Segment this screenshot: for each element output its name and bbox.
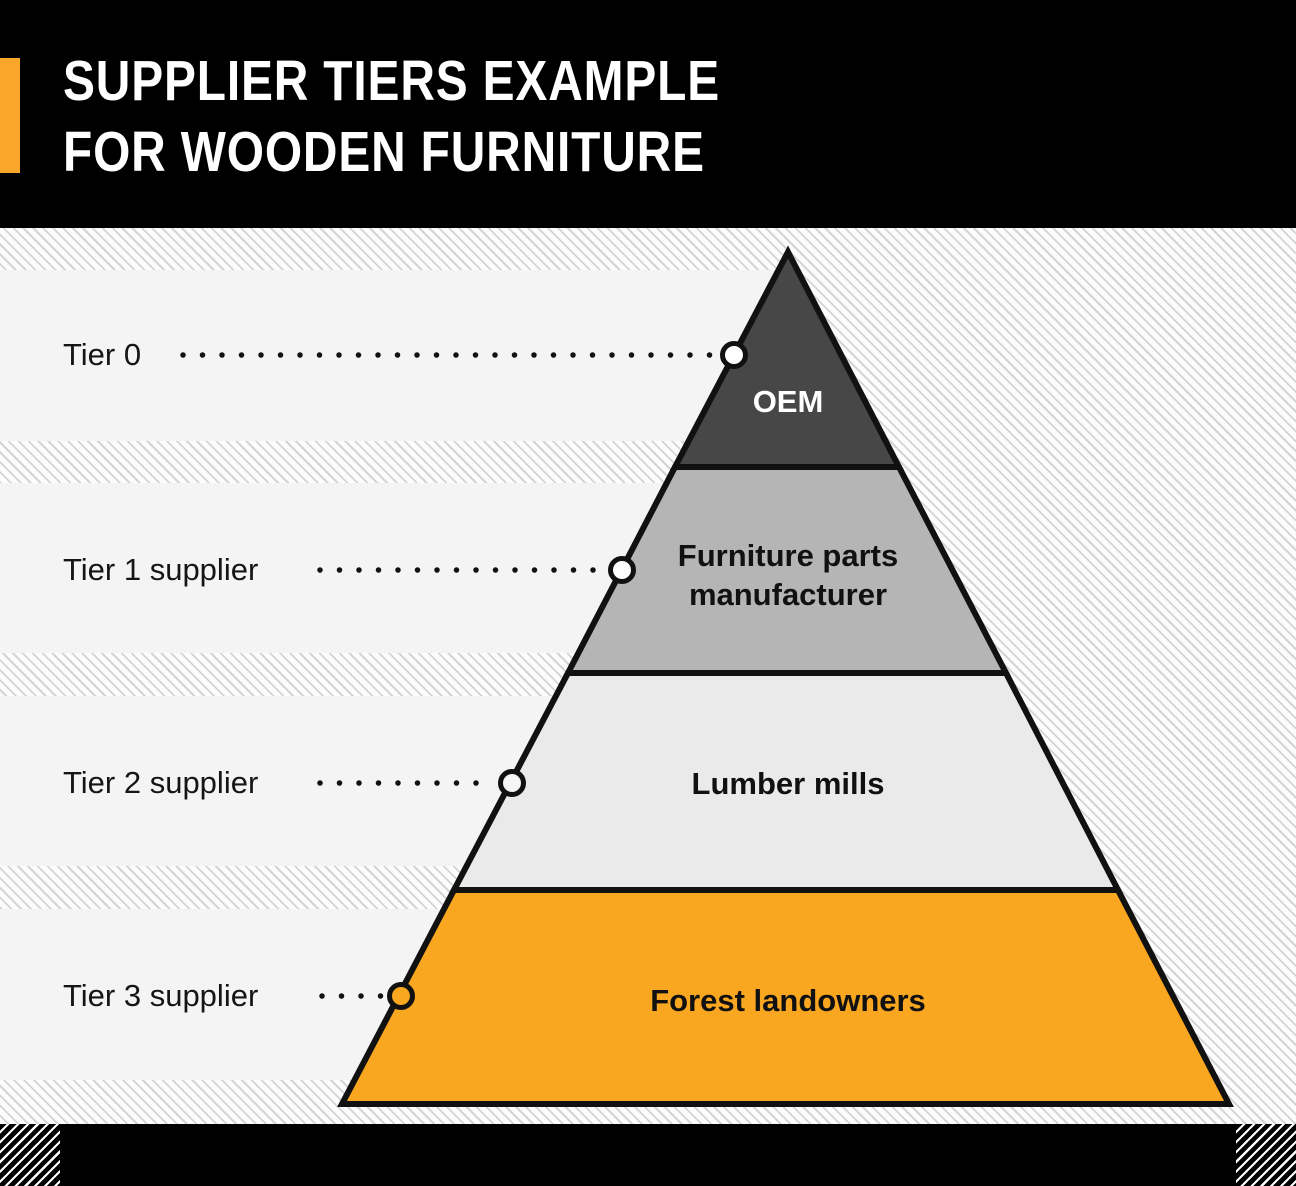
tier3-label: Tier 3 supplier: [63, 978, 259, 1013]
leader-circle-tier0: [720, 341, 748, 369]
tier2-label: Tier 2 supplier: [63, 765, 259, 800]
header-accent-bar: [0, 58, 20, 173]
pyramid-tier3-shape: [337, 887, 1234, 1107]
header-bar: SUPPLIER TIERS EXAMPLE FOR WOODEN FURNIT…: [0, 0, 1296, 228]
tier0-segment-label: OEM: [752, 384, 824, 419]
footer-hatch-right: [1236, 1124, 1296, 1186]
tier0-label: Tier 0: [63, 337, 142, 372]
footer-bar: [0, 1124, 1296, 1186]
page-title-line2: FOR WOODEN FURNITURE: [63, 120, 705, 184]
footer-hatch-left: [0, 1124, 60, 1186]
page-title-line1: SUPPLIER TIERS EXAMPLE: [63, 49, 720, 113]
tier3-segment-label: Forest landowners: [650, 983, 926, 1018]
tier1-segment-label: Furniture parts manufacturer: [677, 538, 899, 612]
leader-circle-tier3: [387, 982, 415, 1010]
leader-circle-tier1: [608, 556, 636, 584]
tier1-label: Tier 1 supplier: [63, 552, 259, 587]
pyramid-tier0-shape: [670, 245, 904, 470]
page-title: SUPPLIER TIERS EXAMPLE FOR WOODEN FURNIT…: [63, 46, 720, 188]
leader-circle-tier2: [498, 769, 526, 797]
tier2-segment-label: Lumber mills: [691, 766, 885, 801]
